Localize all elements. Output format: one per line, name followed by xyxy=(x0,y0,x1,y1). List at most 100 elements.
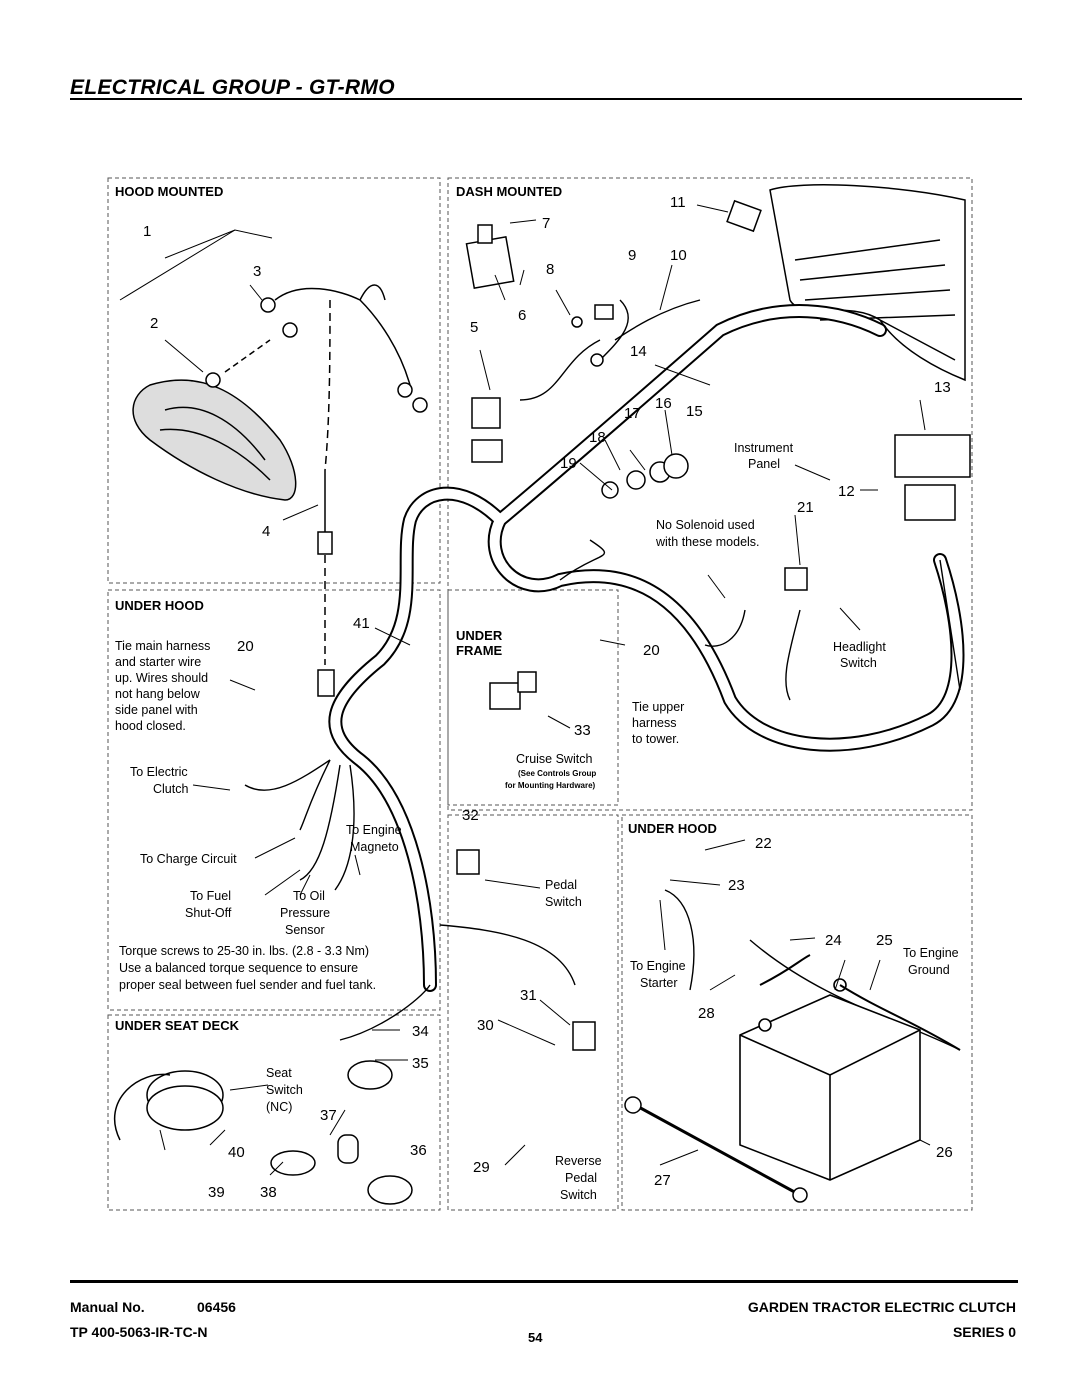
callout-34: 34 xyxy=(412,1023,429,1040)
callout-24: 24 xyxy=(825,932,842,949)
harness-branches xyxy=(244,299,961,1051)
note-tie-upper-2: harness xyxy=(632,716,676,730)
callout-13: 13 xyxy=(934,379,951,396)
note-seat-3: (NC) xyxy=(266,1100,292,1114)
note-reverse-2: Pedal xyxy=(565,1171,597,1185)
note-torque-2: Use a balanced torque sequence to ensure xyxy=(119,961,358,975)
note-oil-3: Sensor xyxy=(285,923,325,937)
note-charge-circuit: To Charge Circuit xyxy=(140,852,237,866)
note-engine-magneto-1: To Engine xyxy=(346,823,402,837)
note-reverse-3: Switch xyxy=(560,1188,597,1202)
note-fuel-2: Shut-Off xyxy=(185,906,232,920)
cables xyxy=(624,954,961,1203)
note-instrument-2: Panel xyxy=(748,457,780,471)
panel-label-under-seat-deck: UNDER SEAT DECK xyxy=(115,1018,240,1033)
callout-15: 15 xyxy=(686,403,703,420)
callout-6: 6 xyxy=(518,307,526,324)
note-torque-1: Torque screws to 25-30 in. lbs. (2.8 - 3… xyxy=(119,944,369,958)
footer-manual-label: Manual No. xyxy=(70,1299,145,1315)
panel-label-under-frame-1: UNDER xyxy=(456,628,503,643)
note-oil-2: Pressure xyxy=(280,906,330,920)
note-fuel-1: To Fuel xyxy=(190,889,231,903)
note-pedal-2: Switch xyxy=(545,895,582,909)
callout-8: 8 xyxy=(546,261,554,278)
note-no-solenoid-1: No Solenoid used xyxy=(656,518,755,532)
page-title: ELECTRICAL GROUP - GT-RMO xyxy=(70,76,395,99)
note-instrument-1: Instrument xyxy=(734,441,794,455)
panel-label-under-frame-2: FRAME xyxy=(456,643,503,658)
callout-32: 32 xyxy=(462,807,479,824)
note-engine-starter-2: Starter xyxy=(640,976,678,990)
callout-28: 28 xyxy=(698,1005,715,1022)
footer-page-number: 54 xyxy=(528,1330,543,1345)
note-cruise-3: for Mounting Hardware) xyxy=(505,781,596,790)
callout-23: 23 xyxy=(728,877,745,894)
callout-17: 17 xyxy=(624,405,641,422)
seat-switch-parts xyxy=(113,1060,413,1205)
headlight-assembly xyxy=(132,379,297,501)
callout-2: 2 xyxy=(150,315,158,332)
callout-5: 5 xyxy=(470,319,478,336)
footer-product: GARDEN TRACTOR ELECTRIC CLUTCH xyxy=(747,1299,1016,1315)
callout-26: 26 xyxy=(936,1144,953,1161)
note-headlight-2: Switch xyxy=(840,656,877,670)
note-tie-upper-1: Tie upper xyxy=(632,700,684,714)
callout-19: 19 xyxy=(560,455,577,472)
note-reverse-1: Reverse xyxy=(555,1154,602,1168)
note-pedal-1: Pedal xyxy=(545,878,577,892)
callout-27: 27 xyxy=(654,1172,671,1189)
callout-20b: 20 xyxy=(643,642,660,659)
note-electric-clutch-1: To Electric xyxy=(130,765,188,779)
hood-shell-drawing xyxy=(769,184,966,382)
dash-components xyxy=(456,199,971,1051)
leader-lines xyxy=(119,204,931,1176)
callout-9: 9 xyxy=(628,247,636,264)
note-tie-main-5: side panel with xyxy=(115,703,198,717)
note-engine-ground-2: Ground xyxy=(908,963,950,977)
note-engine-ground-1: To Engine xyxy=(903,946,959,960)
callout-1: 1 xyxy=(143,223,151,240)
note-engine-starter-1: To Engine xyxy=(630,959,686,973)
note-cruise-1: Cruise Switch xyxy=(516,752,592,766)
callout-18: 18 xyxy=(589,429,606,446)
footer-rule xyxy=(70,1280,1018,1283)
callout-11: 11 xyxy=(670,194,686,211)
callout-36: 36 xyxy=(410,1142,427,1159)
callout-10: 10 xyxy=(670,247,687,264)
callout-7: 7 xyxy=(542,215,550,232)
note-cruise-2: (See Controls Group xyxy=(518,769,596,778)
note-torque-3: proper seal between fuel sender and fuel… xyxy=(119,978,376,992)
callout-41: 41 xyxy=(353,615,370,632)
callout-20a: 20 xyxy=(237,638,254,655)
title-rule xyxy=(70,98,1022,100)
note-tie-main-1: Tie main harness xyxy=(115,639,210,653)
callout-12: 12 xyxy=(838,483,855,500)
callout-38: 38 xyxy=(260,1184,277,1201)
callout-29: 29 xyxy=(473,1159,490,1176)
callout-22: 22 xyxy=(755,835,772,852)
panel-borders xyxy=(107,177,973,1211)
panel-label-under-hood-right: UNDER HOOD xyxy=(628,821,717,836)
note-tie-upper-3: to tower. xyxy=(632,732,679,746)
callout-16: 16 xyxy=(655,395,672,412)
callout-39: 39 xyxy=(208,1184,225,1201)
footer-tp-number: TP 400-5063-IR-TC-N xyxy=(70,1324,208,1340)
callout-3: 3 xyxy=(253,263,261,280)
hood-harness xyxy=(205,284,428,697)
note-seat-1: Seat xyxy=(266,1066,292,1080)
callout-25: 25 xyxy=(876,932,893,949)
note-tie-main-4: not hang below xyxy=(115,687,201,701)
note-headlight-1: Headlight xyxy=(833,640,886,654)
callout-14: 14 xyxy=(630,343,647,360)
note-tie-main-2: and starter wire xyxy=(115,655,201,669)
callout-21: 21 xyxy=(797,499,814,516)
note-oil-1: To Oil xyxy=(293,889,325,903)
note-no-solenoid-2: with these models. xyxy=(655,535,760,549)
callout-35: 35 xyxy=(412,1055,429,1072)
footer-manual-number: 06456 xyxy=(197,1299,236,1315)
battery-drawing xyxy=(739,978,921,1181)
callout-31: 31 xyxy=(520,987,537,1004)
panel-label-hood-mounted: HOOD MOUNTED xyxy=(115,184,223,199)
footer-series: SERIES 0 xyxy=(952,1324,1016,1340)
callout-4: 4 xyxy=(262,523,270,540)
